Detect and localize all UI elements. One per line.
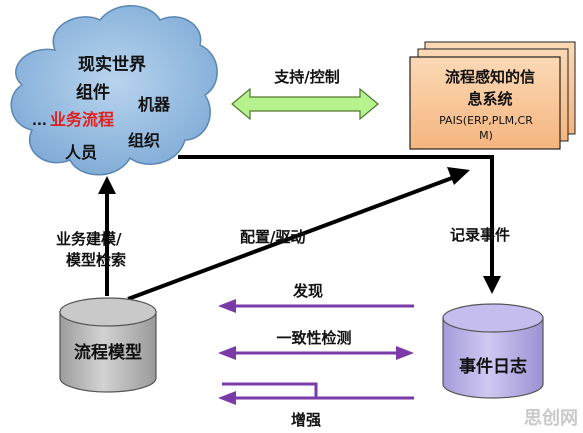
record-events-arrowhead (483, 276, 501, 294)
cloud-machine-text: 机器 (138, 95, 171, 114)
modeling-connector: 业务建模/ 模型检索 (56, 176, 126, 296)
support-control-arrow: 支持/控制 (231, 68, 379, 121)
cloud-organization-text: 组织 (128, 131, 160, 150)
record-events-line (178, 155, 494, 278)
enhance-upper-line (222, 382, 318, 397)
event-log-top (442, 303, 544, 333)
pais-subtitle-line2: M) (479, 129, 493, 142)
double-arrow-shape (231, 87, 379, 121)
conformance-label: 一致性检测 (276, 329, 351, 347)
record-events-label: 记录事件 (450, 226, 510, 244)
modeling-label-line2: 模型检索 (66, 251, 126, 269)
conformance-arrowhead-left (218, 346, 236, 360)
discover-arrow: 发现 (218, 282, 414, 313)
cloud-business-process-text: 业务流程 (50, 110, 114, 129)
event-log-cylinder: 事件日志 (442, 303, 544, 399)
pais-front-sheet (409, 56, 561, 150)
enhance-arrow: 增强 (218, 382, 414, 429)
event-log-label: 事件日志 (459, 356, 527, 377)
process-model-label: 流程模型 (74, 342, 142, 363)
discover-label: 发现 (292, 282, 323, 300)
pais-box: 流程感知的信 息系统 PAIS(ERP,PLM,CR M) (409, 41, 576, 150)
enhance-label: 增强 (291, 411, 321, 429)
cloud-shape (10, 5, 218, 176)
cloud-component-text: 组件 (76, 82, 110, 103)
pais-subtitle-line1: PAIS(ERP,PLM,CR (439, 114, 533, 127)
process-model-top (59, 297, 157, 327)
event-log-body (442, 317, 544, 399)
discover-arrowhead (218, 299, 236, 313)
config-drive-line (127, 176, 453, 301)
cloud-dots-text: ... (32, 114, 47, 129)
conformance-arrowhead-right (396, 346, 414, 360)
pais-title-line1: 流程感知的信 (445, 68, 535, 86)
record-events-connector: 记录事件 (178, 155, 510, 294)
cloud-people-text: 人员 (65, 143, 97, 162)
process-model-cylinder: 流程模型 (59, 297, 157, 393)
process-model-body (59, 311, 157, 393)
real-world-cloud: 现实世界 组件 ... 业务流程 机器 组织 人员 (10, 5, 218, 176)
watermark-text: 思创网 (524, 407, 578, 429)
config-drive-label: 配置/驱动 (240, 228, 305, 246)
modeling-label-line1: 业务建模/ (56, 230, 122, 248)
pais-title-line2: 息系统 (467, 90, 512, 108)
conformance-arrow: 一致性检测 (218, 329, 414, 360)
config-drive-arrowhead (447, 167, 470, 185)
enhance-arrowhead (218, 391, 236, 405)
cloud-real-world-text: 现实世界 (78, 54, 146, 75)
modeling-arrowhead (98, 176, 116, 194)
support-control-label: 支持/控制 (273, 68, 339, 86)
config-drive-connector: 配置/驱动 (127, 167, 470, 301)
